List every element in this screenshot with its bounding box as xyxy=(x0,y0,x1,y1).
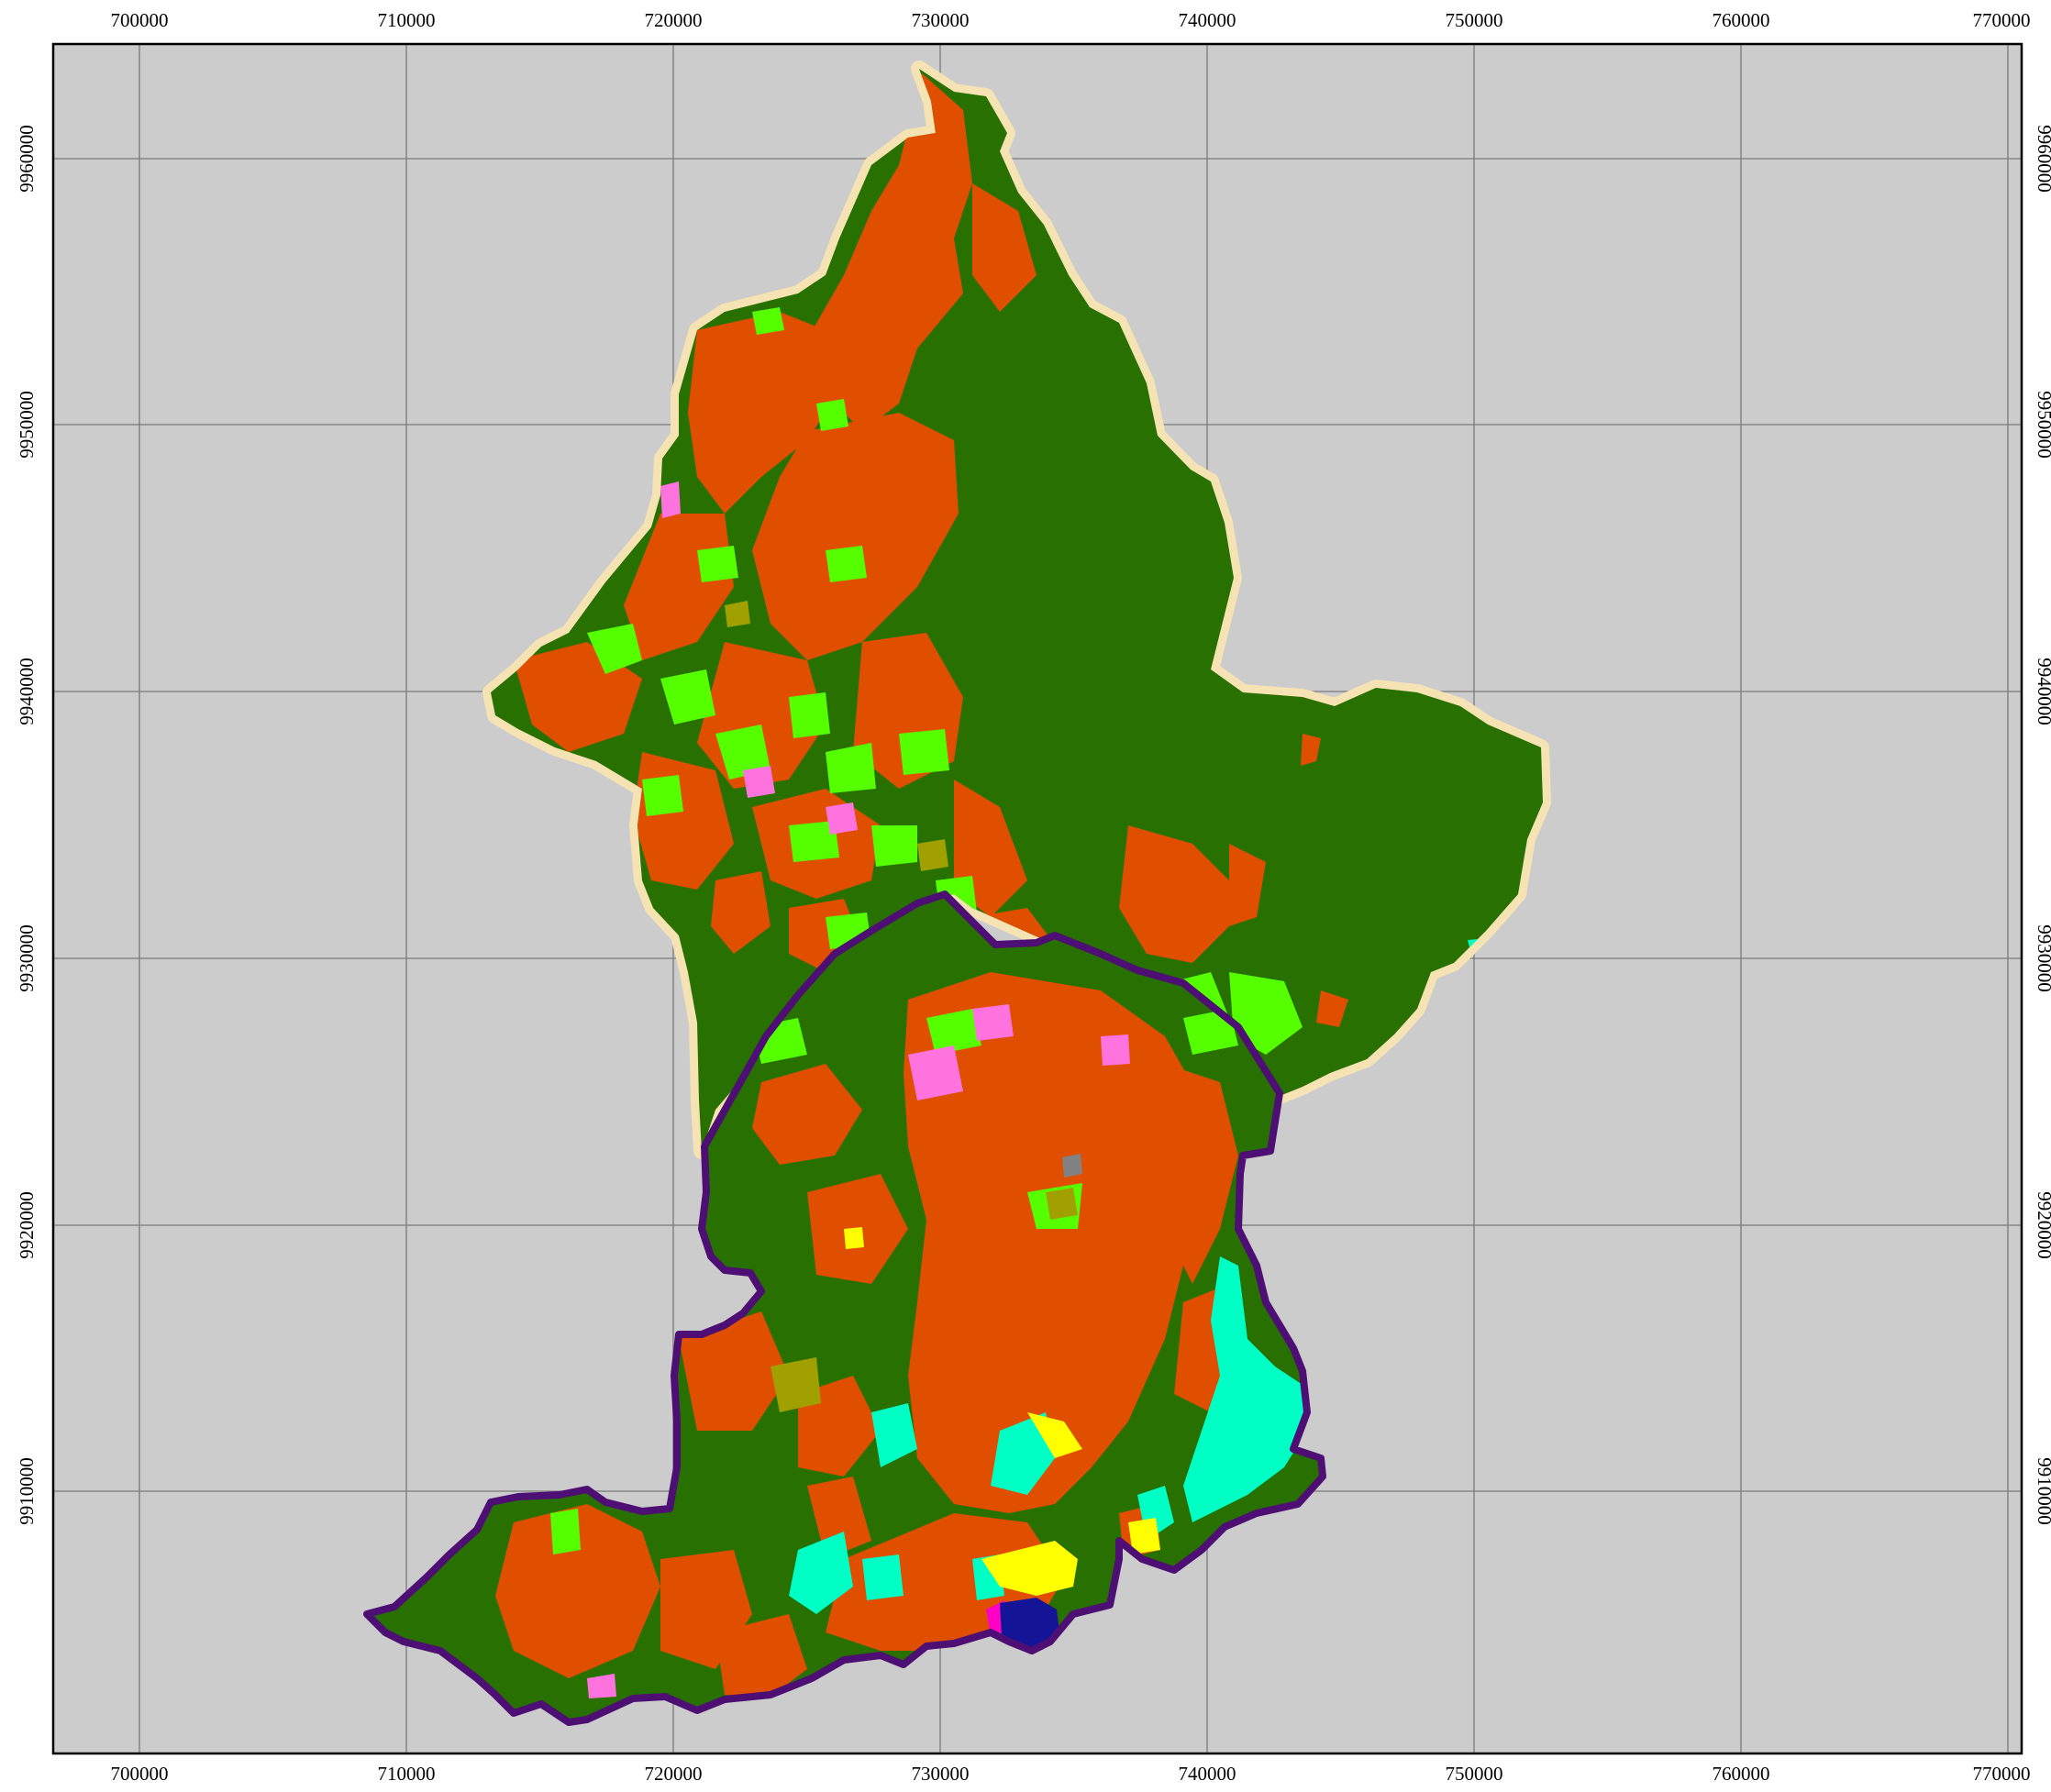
x-tick-label-bottom: 730000 xyxy=(912,1763,970,1785)
south-shrub-patches xyxy=(771,1188,1078,1412)
south-agriculture-patches xyxy=(495,972,1238,1697)
x-tick-label-top: 710000 xyxy=(378,9,436,31)
x-tick-label-bottom: 750000 xyxy=(1446,1763,1503,1785)
y-tick-labels-left: 9960000 9950000 9940000 9930000 9920000 … xyxy=(16,125,38,1525)
y-tick-label-left: 9920000 xyxy=(16,1191,38,1259)
x-tick-label-top: 700000 xyxy=(111,9,169,31)
x-tick-label-bottom: 740000 xyxy=(1179,1763,1236,1785)
x-tick-labels-bottom: 700000 710000 720000 730000 740000 75000… xyxy=(111,1763,2031,1785)
y-tick-label-left: 9950000 xyxy=(16,391,38,459)
y-tick-label-right: 9960000 xyxy=(2034,125,2051,193)
y-tick-label-right: 9930000 xyxy=(2034,924,2051,992)
x-tick-label-top: 770000 xyxy=(1973,9,2031,31)
x-tick-label-top: 720000 xyxy=(645,9,703,31)
y-tick-label-right: 9910000 xyxy=(2034,1457,2051,1525)
x-tick-label-top: 730000 xyxy=(912,9,970,31)
y-tick-label-right: 9920000 xyxy=(2034,1191,2051,1259)
south-pink-patches xyxy=(587,1004,1130,1698)
y-tick-label-right: 9950000 xyxy=(2034,391,2051,459)
south-cyan-patches xyxy=(789,1256,1307,1614)
y-tick-label-left: 9960000 xyxy=(16,125,38,193)
x-tick-label-top: 740000 xyxy=(1179,9,1236,31)
x-tick-label-bottom: 710000 xyxy=(378,1763,436,1785)
y-tick-label-right: 9940000 xyxy=(2034,658,2051,725)
y-tick-label-left: 9910000 xyxy=(16,1457,38,1525)
x-tick-label-top: 760000 xyxy=(1713,9,1770,31)
x-tick-label-bottom: 770000 xyxy=(1973,1763,2031,1785)
southern-basin xyxy=(367,894,1323,1722)
south-yellow-patches xyxy=(844,1227,1160,1596)
y-tick-label-left: 9930000 xyxy=(16,924,38,992)
x-tick-label-bottom: 720000 xyxy=(645,1763,703,1785)
y-tick-labels-right: 9960000 9950000 9940000 9930000 9920000 … xyxy=(2034,125,2051,1525)
north-shrub-patches xyxy=(725,601,948,871)
y-tick-label-left: 9940000 xyxy=(16,658,38,725)
x-tick-label-bottom: 760000 xyxy=(1713,1763,1770,1785)
x-tick-label-top: 750000 xyxy=(1446,9,1503,31)
map-frame xyxy=(51,42,2023,1755)
x-tick-label-bottom: 700000 xyxy=(111,1763,169,1785)
lake-water xyxy=(1000,1598,1059,1649)
x-tick-labels-top: 700000 710000 720000 730000 740000 75000… xyxy=(111,9,2031,31)
northern-basin xyxy=(491,69,1543,1151)
south-gray-patch xyxy=(1062,1154,1082,1178)
